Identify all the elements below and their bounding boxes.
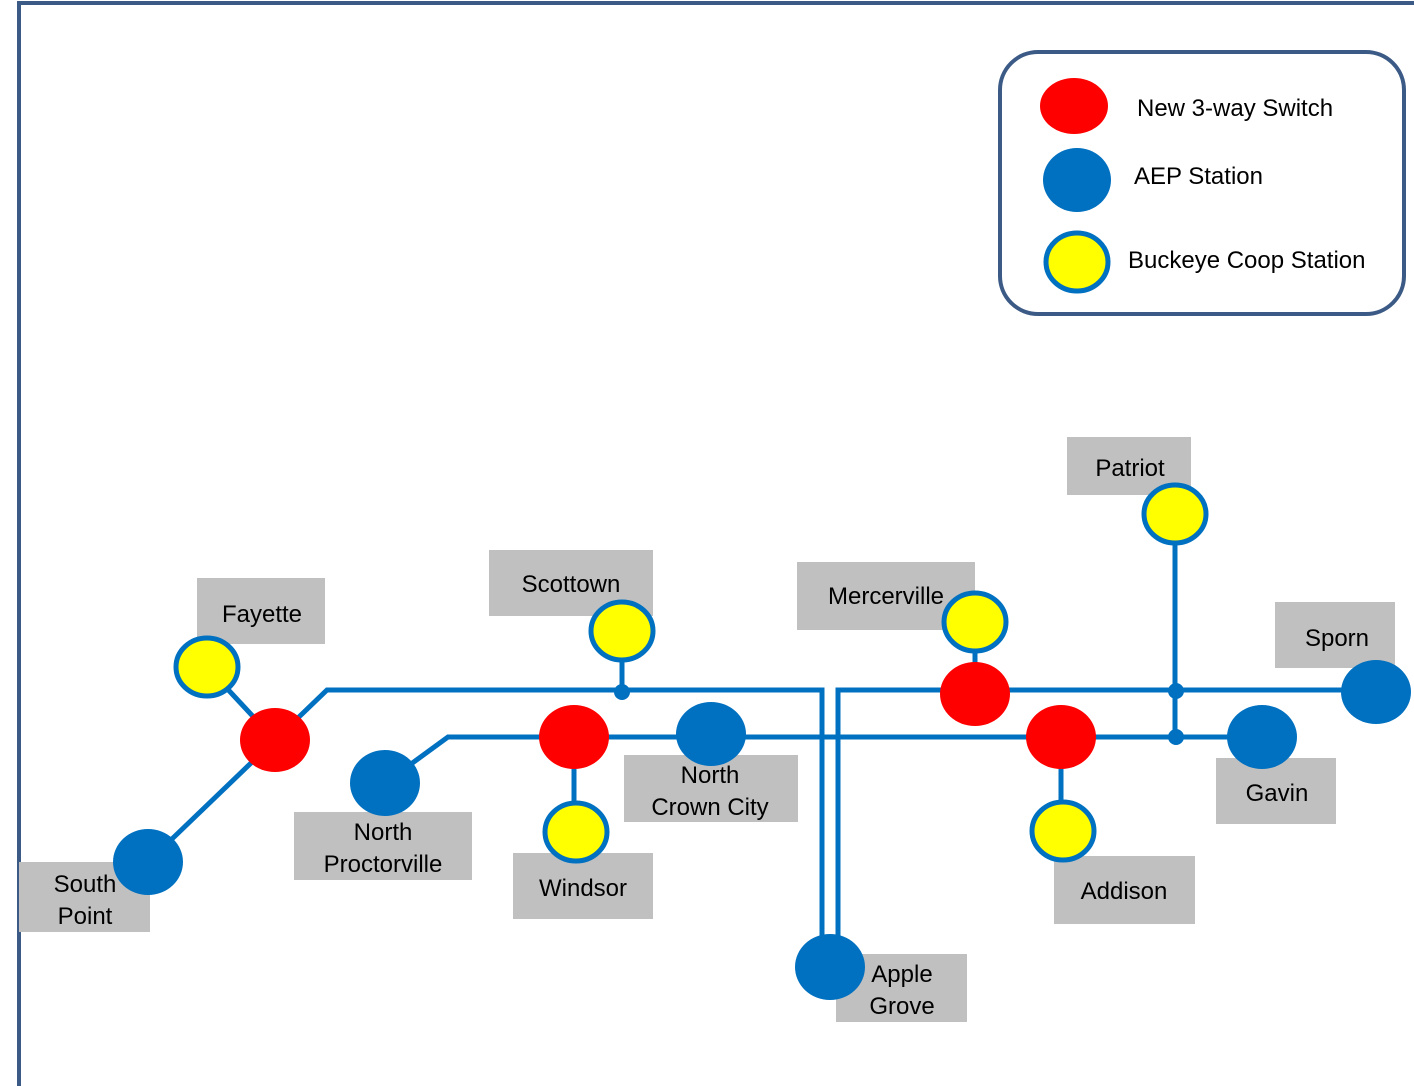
coop-station-mercerville-icon (941, 590, 1009, 654)
aep-legend-icon (1043, 148, 1111, 212)
label-apple-grove-line1: Apple (871, 961, 932, 988)
label-windsor: Windsor (539, 875, 627, 902)
junction-dot-patriot-upper (1168, 683, 1184, 699)
switch-addison-icon (1026, 705, 1096, 769)
line-upper-west (146, 687, 825, 968)
label-box-north-crown-city (624, 755, 798, 822)
label-north-proctorville-line2: Proctorville (324, 851, 443, 878)
coop-station-patriot-icon (1141, 482, 1209, 546)
switch-mercerville-icon (940, 662, 1010, 726)
label-patriot: Patriot (1095, 455, 1165, 482)
legend: New 3-way Switch AEP Station Buckeye Coo… (998, 50, 1406, 316)
label-north-crown-city-line2: Crown City (651, 794, 768, 821)
aep-station-south-point-icon (113, 829, 183, 895)
label-box-fayette (197, 578, 325, 644)
line-upper-east (835, 687, 1376, 968)
coop-station-addison-icon (1029, 799, 1097, 863)
legend-label-switch: New 3-way Switch (1137, 95, 1333, 122)
junction-dot-patriot-lower (1168, 729, 1184, 745)
label-north-crown-city-line1: North (681, 762, 740, 789)
aep-station-gavin-icon (1227, 705, 1297, 769)
label-south-point-line2: Point (58, 903, 113, 930)
label-box-windsor (513, 853, 653, 919)
legend-label-aep: AEP Station (1134, 163, 1263, 190)
aep-station-apple-grove-icon (795, 934, 865, 1000)
aep-station-north-proctorville-icon (350, 750, 420, 816)
switch-windsor-icon (539, 705, 609, 769)
aep-station-north-crown-city-icon (676, 702, 746, 766)
label-box-gavin (1216, 758, 1336, 824)
label-apple-grove-line2: Grove (869, 993, 934, 1020)
coop-station-scottown-icon (588, 599, 656, 663)
coop-station-fayette-icon (173, 635, 241, 699)
station-markers (113, 482, 1411, 1000)
switch-fayette-icon (240, 708, 310, 772)
label-fayette: Fayette (222, 601, 302, 628)
label-gavin: Gavin (1246, 780, 1309, 807)
label-addison: Addison (1081, 878, 1168, 905)
label-box-north-proctorville (294, 812, 472, 880)
junction-dot-scottown (614, 684, 630, 700)
diagram-frame (17, 1, 1414, 1086)
station-labels: Fayette Scottown Mercerville Patriot Spo… (19, 437, 1395, 1022)
label-mercerville: Mercerville (828, 583, 944, 610)
label-box-sporn (1275, 602, 1395, 668)
coop-legend-icon (1043, 230, 1111, 294)
label-north-proctorville-line1: North (354, 819, 413, 846)
label-south-point-line1: South (54, 871, 117, 898)
switch-legend-icon (1040, 78, 1108, 134)
label-box-addison (1054, 856, 1195, 924)
legend-label-coop: Buckeye Coop Station (1128, 247, 1365, 274)
aep-station-sporn-icon (1341, 660, 1411, 724)
label-scottown: Scottown (522, 571, 621, 598)
coop-station-windsor-icon (542, 800, 610, 864)
label-sporn: Sporn (1305, 625, 1369, 652)
